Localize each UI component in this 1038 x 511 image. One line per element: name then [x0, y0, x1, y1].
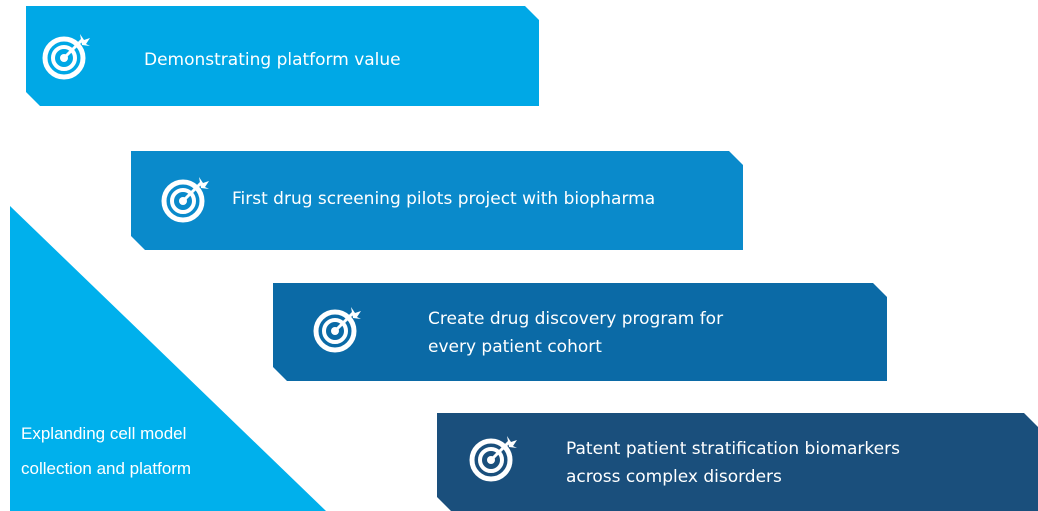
step-3-label: Create drug discovery program for every …: [428, 305, 723, 361]
step-4-label-line-1: Patent patient stratification biomarkers: [566, 439, 900, 459]
step-1-label: Demonstrating platform value: [144, 46, 401, 74]
target-arrow-icon: [467, 432, 519, 484]
target-arrow-icon: [40, 30, 92, 82]
target-arrow-icon: [311, 303, 363, 355]
step-4-label: Patent patient stratification biomarkers…: [566, 435, 900, 491]
triangle-label: Explanding cell model collection and pla…: [21, 416, 191, 486]
triangle-label-line-1: Explanding cell model: [21, 424, 187, 443]
step-4-banner: Patent patient stratification biomarkers…: [437, 413, 1038, 511]
step-2-label: First drug screening pilots project with…: [232, 185, 655, 213]
triangle-label-line-2: collection and platform: [21, 459, 192, 478]
step-2-banner: First drug screening pilots project with…: [131, 151, 743, 250]
target-arrow-icon: [159, 173, 211, 225]
step-1-banner: Demonstrating platform value: [26, 6, 539, 106]
step-3-label-line-1: Create drug discovery program for: [428, 309, 724, 329]
step-2-label-line-1: First drug screening pilots project with…: [232, 189, 656, 209]
step-4-label-line-2: across complex disorders: [566, 467, 782, 487]
step-1-label-line-1: Demonstrating platform value: [144, 50, 401, 70]
step-3-label-line-2: every patient cohort: [428, 337, 602, 357]
step-3-banner: Create drug discovery program for every …: [273, 283, 887, 381]
